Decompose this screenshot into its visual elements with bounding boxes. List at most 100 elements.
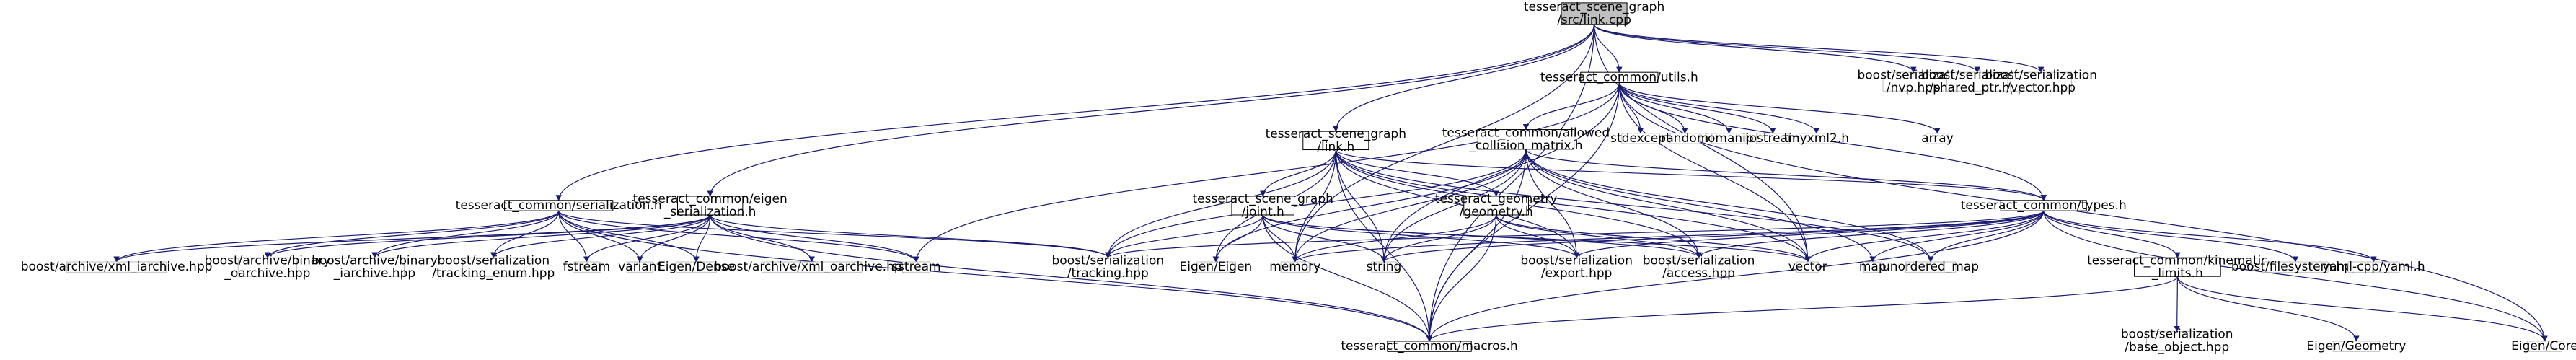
node-bin_iarchive: boost/archive/binary_iarchive.hpp [312, 253, 438, 281]
edge-types_h-to-eigen_core [2043, 211, 2548, 342]
edge-utils-to-allowed [1522, 82, 1620, 131]
edge-joint_h-to-export [1262, 214, 1580, 259]
node-label-xml_iarchive-line-0: boost/archive/xml_iarchive.hpp [21, 260, 213, 274]
node-label-vector-line-0: vector [1788, 260, 1827, 274]
node-serialization_h[interactable]: tesseract_common/serialization.h [456, 198, 662, 213]
edge-root-to-serialization_h [555, 24, 1595, 201]
node-shared_ptr: boost/serialization/shared_ptr.hpp [1921, 68, 2034, 95]
node-eigen_ser[interactable]: tesseract_common/eigen_serialization.h [633, 192, 788, 219]
node-label-nvp-line-0: boost/serialization [1857, 68, 1970, 82]
node-label-unordered_map-line-0: unordered_map [1882, 260, 1979, 274]
edge-types_h-to-tracking [1105, 210, 2045, 259]
node-box-nvp [1882, 71, 1945, 92]
edge-geometry_h-to-export [1496, 214, 1580, 259]
node-label-eigen_core-line-0: Eigen/Core [2511, 339, 2576, 354]
node-label-iomanip-line-0: iomanip [1704, 131, 1753, 146]
edge-kin_limits-to-base_object [2174, 276, 2180, 333]
node-geometry_h[interactable]: tesseract_geometry/geometry.h [1435, 192, 1558, 219]
node-box-shared_ptr [1946, 71, 2008, 92]
node-label-export-line-1: /export.hpp [1541, 266, 1613, 281]
node-label-bin_iarchive-line-1: _iarchive.hpp [333, 266, 415, 281]
node-box-base_object [2145, 330, 2208, 351]
node-box-array [1926, 133, 1949, 144]
node-eigen_dense: Eigen/Dense [658, 260, 735, 274]
node-kin_limits[interactable]: tesseract_common/kinematic_limits.h [2087, 253, 2268, 281]
node-joint_h[interactable]: tesseract_scene_graph/joint.h [1193, 192, 1333, 219]
node-box-variant [626, 261, 653, 273]
node-stdexcept: stdexcept [1610, 131, 1671, 146]
node-tracking: boost/serialization/tracking.hpp [1052, 253, 1165, 281]
node-box-types_h [2000, 200, 2087, 211]
edge-serialization_h-to-tracking [558, 210, 1111, 259]
node-box-random [1669, 133, 1701, 144]
node-label-kin_limits-line-1: _limits.h [2151, 266, 2203, 281]
node-base_object: boost/serialization/base_object.hpp [2121, 327, 2233, 354]
node-iostream: iostream [1746, 131, 1800, 146]
edge-root-to-utils [1593, 24, 1623, 74]
edge-eigen_ser-to-tracking_enum [490, 214, 711, 259]
edge-types_h-to-export [1574, 210, 2045, 259]
edge-joint_h-to-macros [1262, 214, 1433, 342]
node-box-root [1561, 2, 1628, 25]
edge-types_h-to-macros [1426, 211, 2045, 342]
node-label-random-line-0: random [1661, 131, 1708, 146]
node-box-iomanip [1711, 133, 1747, 144]
edge-link_h-to-string [1335, 149, 1388, 263]
edge-kin_limits-to-macros [1426, 276, 2178, 342]
node-box-unordered_map [1905, 261, 1957, 273]
edge-allowed-to-tracking [1105, 149, 1527, 259]
node-label-eigen_ser-line-1: _serialization.h [663, 205, 756, 219]
node-utils[interactable]: tesseract_common/utils.h [1540, 70, 1698, 84]
edge-eigen_ser-to-fstream [583, 214, 711, 263]
edge-serialization_h-to-sstream [558, 210, 919, 263]
node-label-yaml-line-0: yaml-cpp/yaml.h [2322, 260, 2425, 274]
node-label-joint_h-line-1: /joint.h [1242, 205, 1284, 219]
node-types_h[interactable]: tesseract_common/types.h [1961, 198, 2127, 213]
edge-types_h-to-yaml [2043, 210, 2377, 263]
edge-link_h-to-export [1335, 149, 1580, 259]
node-label-base_object-line-1: /base_object.hpp [2125, 340, 2229, 354]
node-box-filesystem [2262, 261, 2329, 273]
node-label-access-line-1: /access.hpp [1662, 266, 1735, 281]
node-label-fstream-line-0: fstream [563, 260, 611, 274]
node-tinyxml2: tinyxml2.h [1783, 131, 1849, 146]
edge-root-to-nvp [1593, 24, 1917, 74]
edge-eigen_ser-to-eigen_dense [693, 214, 711, 263]
edge-eigen_ser-to-variant [636, 214, 711, 263]
edge-joint_h-to-vector [1262, 214, 1811, 263]
node-box-vector_hpp [2010, 71, 2072, 92]
edge-allowed-to-unordered_map [1525, 149, 1934, 263]
edge-utils-to-iostream [1618, 82, 1776, 134]
edge-utils-to-sstream [913, 82, 1620, 263]
node-box-eigen_ser [676, 196, 744, 216]
node-box-memory [1280, 261, 1310, 273]
node-box-link_h [1302, 131, 1369, 151]
edge-types_h-to-filesystem [2043, 210, 2299, 263]
node-tracking_enum: boost/serialization/tracking_enum.hpp [432, 253, 555, 281]
edge-types_h-to-map [1869, 211, 2045, 263]
node-label-serialization_h-line-0: tesseract_common/serialization.h [456, 198, 662, 213]
node-link_h[interactable]: tesseract_scene_graph/link.h [1266, 127, 1406, 154]
node-box-sstream [902, 261, 930, 273]
edge-serialization_h-to-bin_iarchive [371, 210, 560, 259]
node-label-string-line-0: string [1367, 260, 1402, 274]
edge-root-to-link_h [1333, 24, 1595, 133]
node-iomanip: iomanip [1704, 131, 1753, 146]
node-macros[interactable]: tesseract_common/macros.h [1341, 339, 1517, 354]
node-box-stdexcept [1621, 133, 1660, 144]
edge-utils-to-vector [1618, 82, 1811, 263]
node-allowed[interactable]: tesseract_common/allowed_collision_matri… [1442, 126, 1610, 153]
node-box-geometry_h [1463, 196, 1530, 216]
node-box-map [1863, 261, 1882, 273]
node-xml_oarchive: boost/archive/xml_oarchive.hpp [714, 260, 909, 274]
node-box-allowed [1477, 129, 1575, 150]
node-yaml: yaml-cpp/yaml.h [2322, 260, 2425, 274]
node-label-eigen_eigen-line-0: Eigen/Eigen [1180, 260, 1253, 274]
edge-types_h-to-vector [1804, 210, 2045, 263]
node-root[interactable]: tesseract_scene_graph/src/link.cpp [1524, 0, 1664, 27]
node-box-eigen_core [2526, 341, 2562, 352]
edge-link_h-to-unordered_map [1335, 149, 1934, 263]
node-label-nvp-line-1: /nvp.hpp [1887, 81, 1941, 95]
node-label-allowed-line-0: tesseract_common/allowed [1442, 126, 1610, 140]
